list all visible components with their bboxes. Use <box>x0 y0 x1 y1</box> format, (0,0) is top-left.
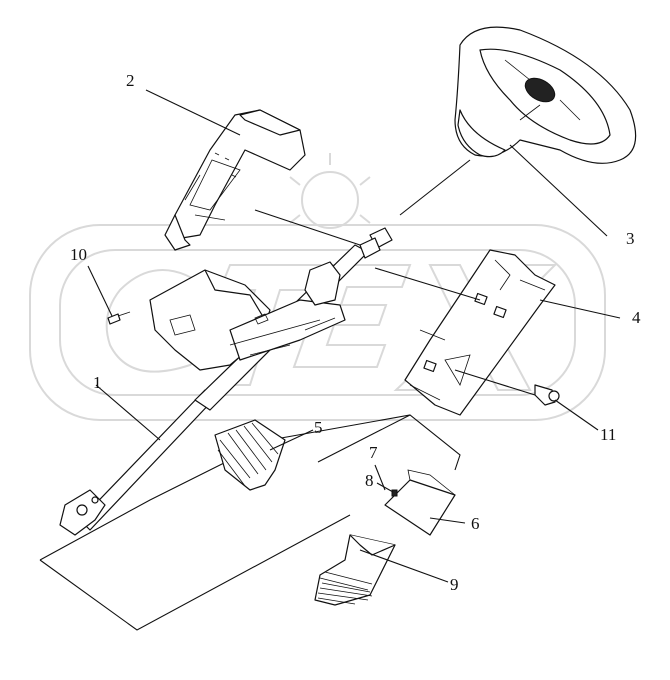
upper-boot <box>214 419 286 491</box>
clip <box>391 489 398 497</box>
lower-column-cover <box>404 249 556 416</box>
label-8: 8 <box>365 471 374 490</box>
label-1: 1 <box>93 373 102 392</box>
lower-boot <box>314 534 396 606</box>
assembly-frame <box>39 414 461 631</box>
label-10: 10 <box>70 245 87 264</box>
label-6: 6 <box>471 514 480 533</box>
seal-plate <box>384 469 456 536</box>
label-3: 3 <box>626 229 635 248</box>
label-4: 4 <box>632 308 641 327</box>
label-7: 7 <box>369 443 378 462</box>
steering-column <box>59 227 393 536</box>
callout-labels: 1 2 3 4 5 6 7 8 9 10 11 <box>70 71 641 594</box>
label-5: 5 <box>314 418 323 437</box>
leader-lines <box>87 89 621 583</box>
steering-wheel <box>454 26 637 164</box>
label-2: 2 <box>126 71 135 90</box>
upper-column-cover <box>164 109 306 251</box>
label-9: 9 <box>450 575 459 594</box>
bolt-11 <box>534 384 560 406</box>
bolt-10 <box>107 311 131 325</box>
label-11: 11 <box>600 425 616 444</box>
